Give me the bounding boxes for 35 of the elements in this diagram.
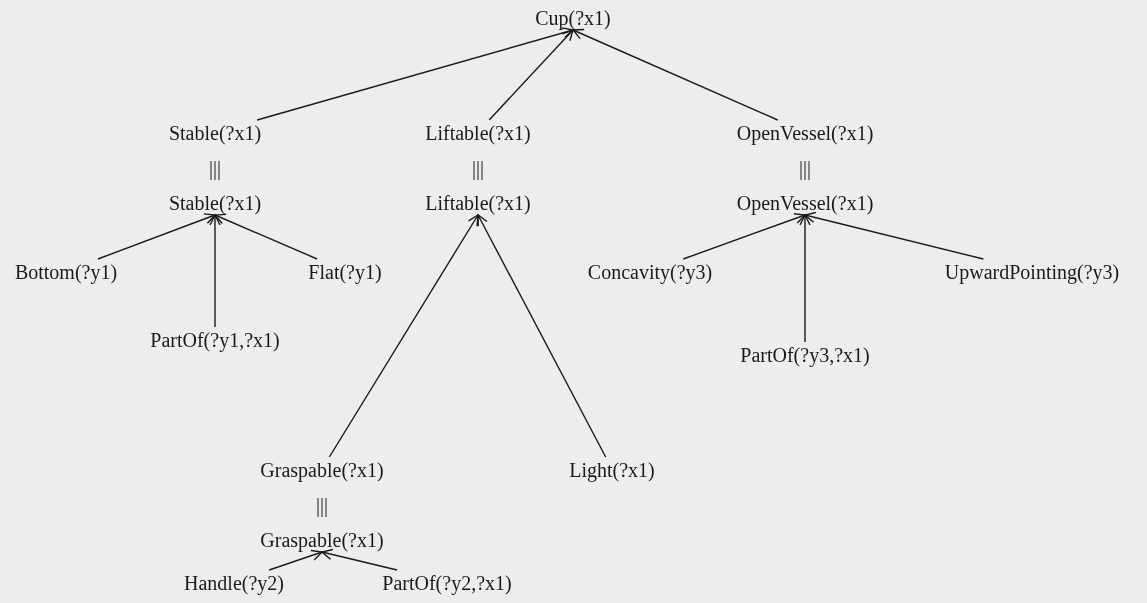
term-label: OpenVessel(?x1) xyxy=(736,192,874,214)
term-label: OpenVessel(?x1) xyxy=(736,122,874,144)
term-label: Stable(?x1) xyxy=(168,192,262,214)
term-label: Liftable(?x1) xyxy=(425,122,531,144)
term-label: Liftable(?x1) xyxy=(425,192,531,214)
term-label: PartOf(?y1,?x1) xyxy=(150,329,280,351)
arrow xyxy=(97,213,216,260)
arrow xyxy=(682,213,806,260)
term-label: Cup(?x1) xyxy=(535,7,611,29)
identity-mark: ||| xyxy=(472,157,484,179)
identity-mark: ||| xyxy=(799,157,811,179)
term-label: PartOf(?y2,?x1) xyxy=(382,572,512,594)
term-label: Graspable(?x1) xyxy=(260,529,384,551)
term-label: Stable(?x1) xyxy=(168,122,262,144)
arrow xyxy=(321,548,398,571)
term-label: Handle(?y2) xyxy=(184,572,284,594)
term-label: Light(?x1) xyxy=(569,459,655,481)
term-label: PartOf(?y3,?x1) xyxy=(740,344,870,366)
arrow xyxy=(268,549,323,571)
term-label: Graspable(?x1) xyxy=(260,459,384,481)
term-label: UpwardPointing(?y3) xyxy=(944,261,1120,283)
arrow xyxy=(214,213,318,260)
term-label: Flat(?y1) xyxy=(308,261,382,283)
arrow xyxy=(477,214,607,458)
identity-mark: ||| xyxy=(209,157,221,179)
term-label: Bottom(?y1) xyxy=(14,261,118,283)
arrow xyxy=(209,214,221,328)
arrow xyxy=(804,211,985,260)
identity-mark: ||| xyxy=(316,494,328,516)
arrow xyxy=(488,29,574,121)
term-label: Concavity(?y3) xyxy=(587,261,713,283)
arrow xyxy=(256,27,574,121)
arrow xyxy=(799,214,811,343)
arrow xyxy=(572,28,779,121)
arrow xyxy=(328,214,479,458)
